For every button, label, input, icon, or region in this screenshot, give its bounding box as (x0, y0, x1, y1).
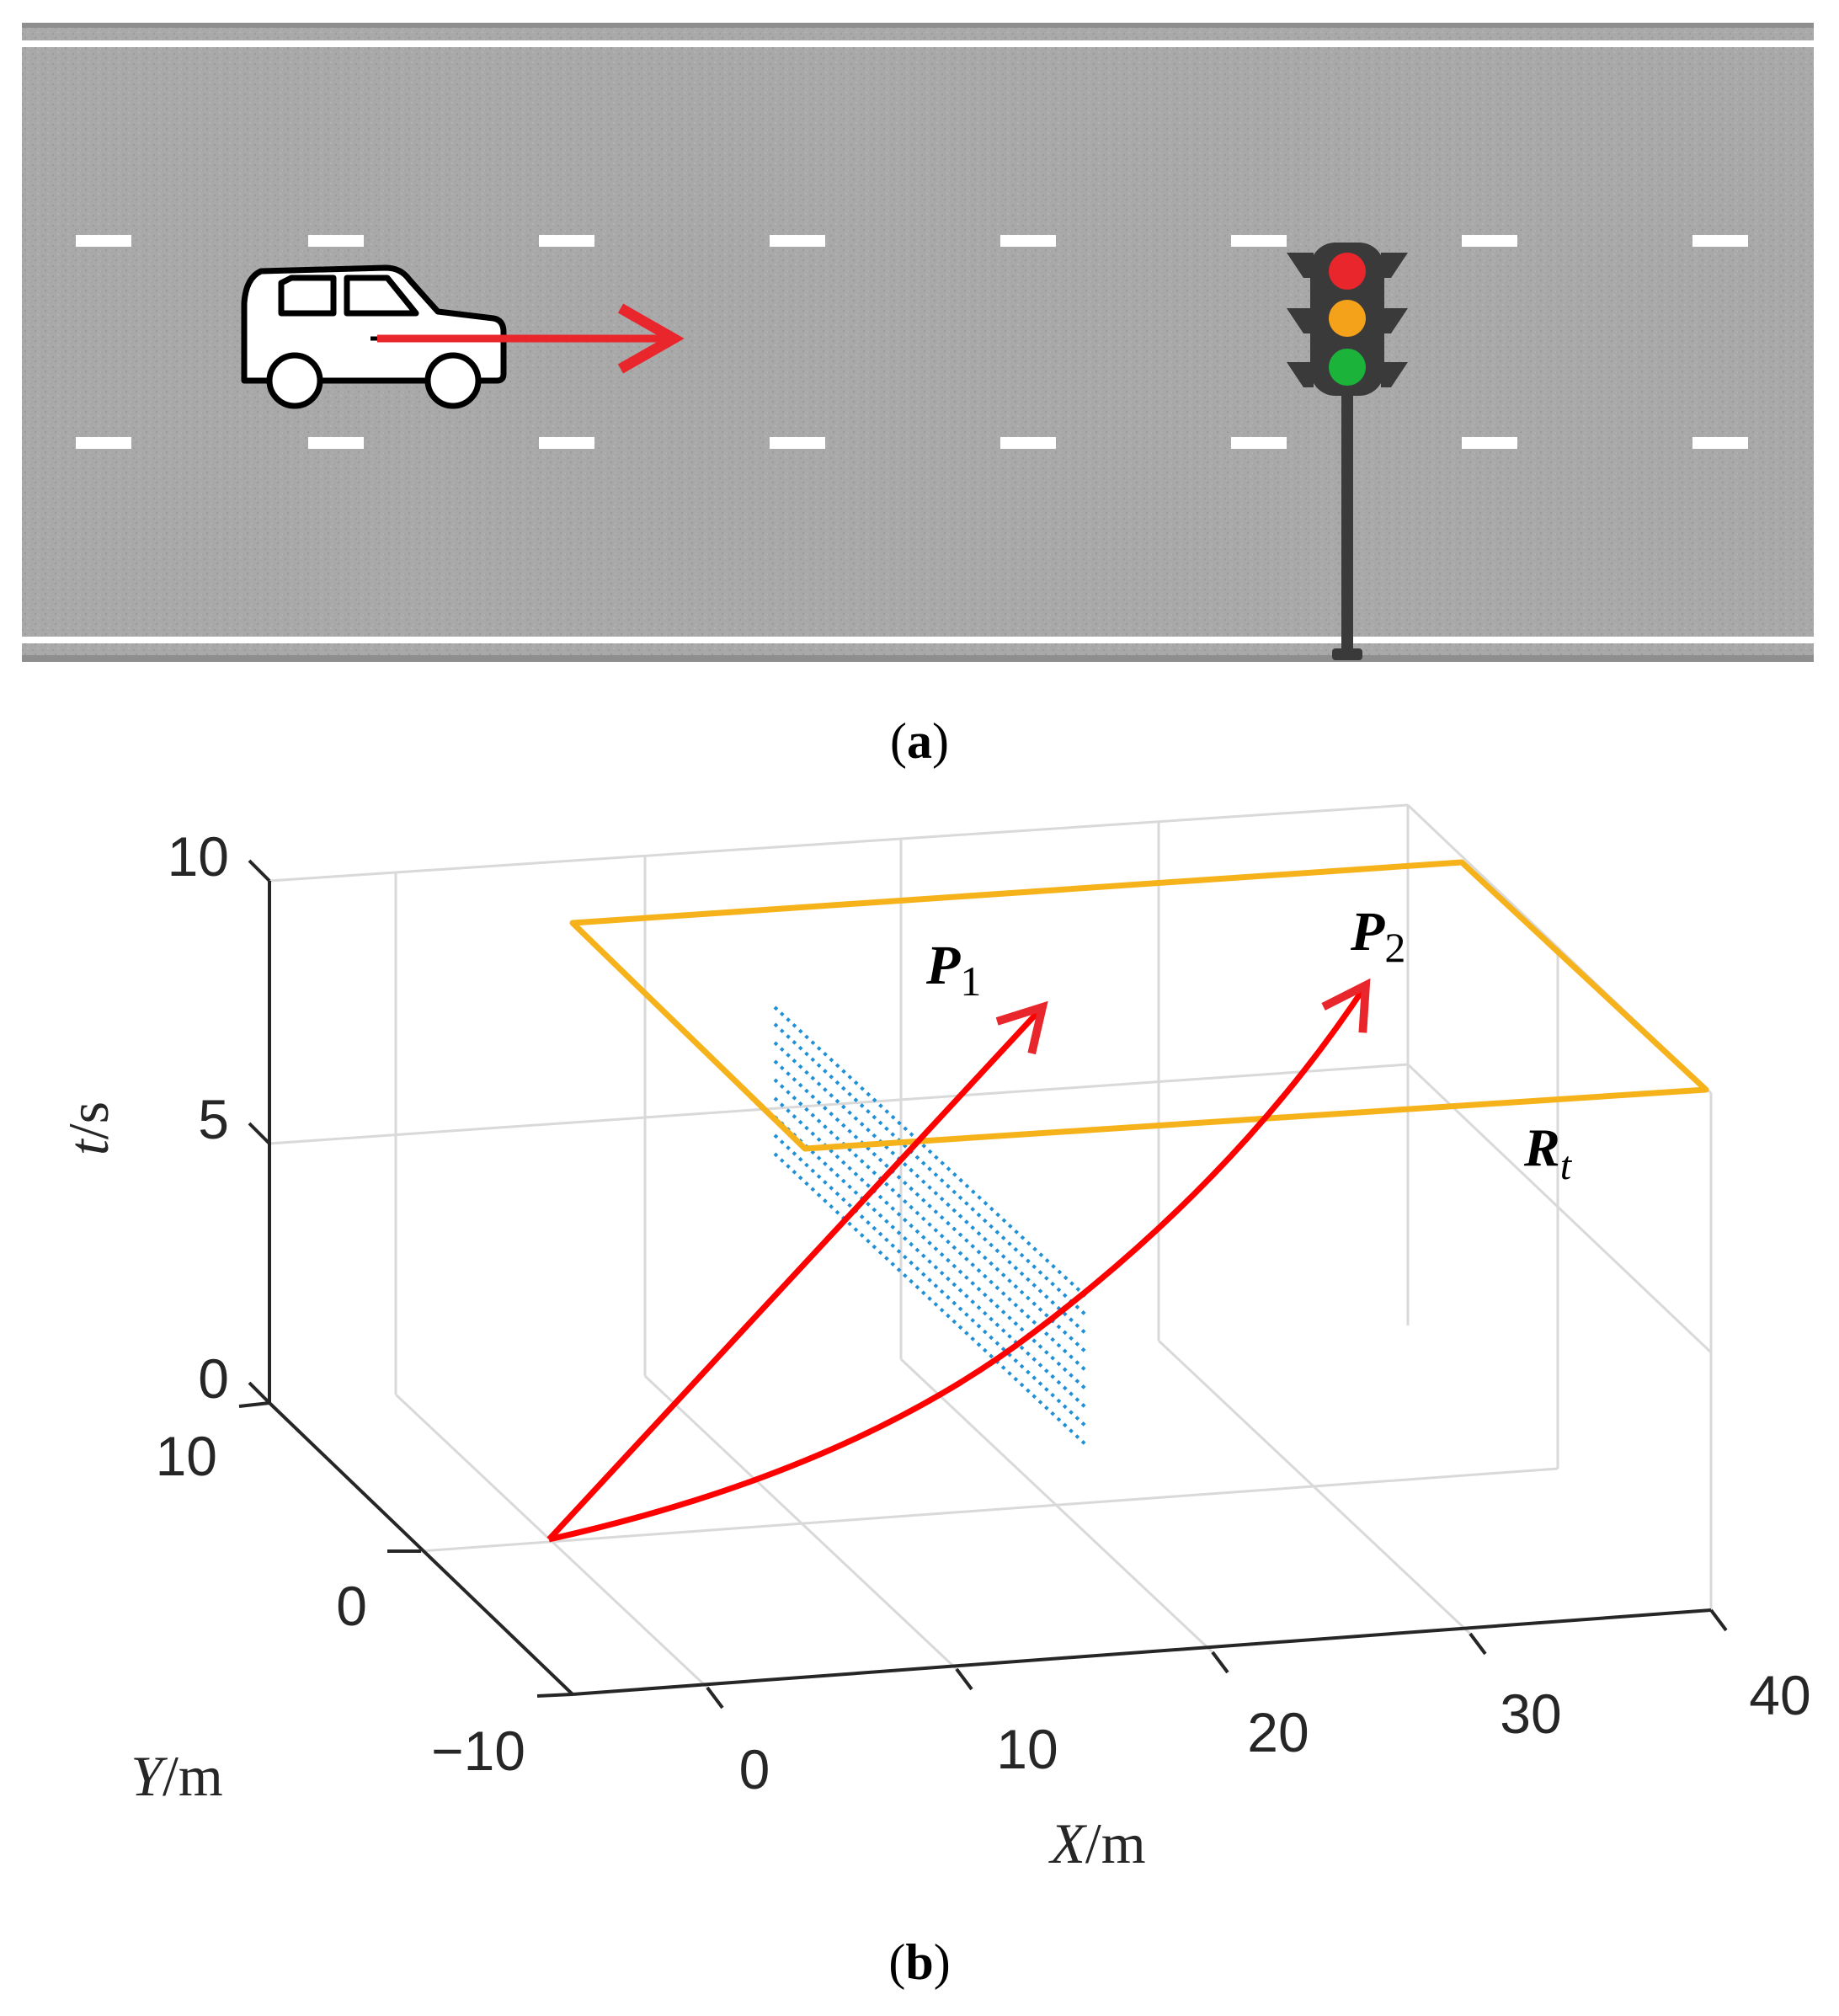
y-tick-10: 10 (156, 1425, 217, 1487)
y-tick-minus10: −10 (431, 1720, 525, 1782)
x-axis-line (572, 1608, 1712, 1696)
x-tick-20: 20 (1247, 1701, 1309, 1763)
panel-b-label: (b) (888, 1934, 950, 1990)
car-icon (241, 264, 507, 409)
x-tick-0: 0 (739, 1738, 770, 1800)
green-light (1329, 349, 1366, 386)
grid-lines (269, 803, 1713, 1689)
t-axis-label: t/s (56, 1101, 120, 1155)
t-tick-10: 10 (168, 825, 229, 888)
y-axis-label: Y/m (131, 1744, 223, 1808)
path-p1-label: P1 (925, 935, 981, 1005)
t-tick-0: 0 (198, 1347, 229, 1410)
y-axis-line (268, 1401, 574, 1696)
red-light (1329, 253, 1366, 290)
traffic-light-icon (1287, 243, 1408, 660)
path-p2 (548, 978, 1371, 1543)
axis-lines (238, 859, 1728, 1709)
x-tick-40: 40 (1749, 1664, 1810, 1726)
y-tick-0: 0 (336, 1575, 367, 1637)
amber-light (1329, 300, 1366, 337)
panel-a-road-scene (22, 23, 1814, 662)
region-rt (569, 859, 1709, 1152)
red-light-plane (773, 1005, 1088, 1447)
t-tick-5: 5 (198, 1088, 229, 1150)
x-tick-10: 10 (996, 1718, 1058, 1780)
path-p1 (546, 1000, 1048, 1542)
x-axis-label: X/m (1047, 1811, 1145, 1875)
path-p2-label: P2 (1350, 901, 1405, 971)
panel-b-3d-plot: 10 5 0 10 0 −10 0 10 20 30 40 t/s Y/m X/… (56, 803, 1811, 1875)
region-rt-label: Rt (1523, 1117, 1573, 1188)
panel-a-label: (a) (890, 713, 949, 769)
x-tick-30: 30 (1500, 1683, 1561, 1745)
